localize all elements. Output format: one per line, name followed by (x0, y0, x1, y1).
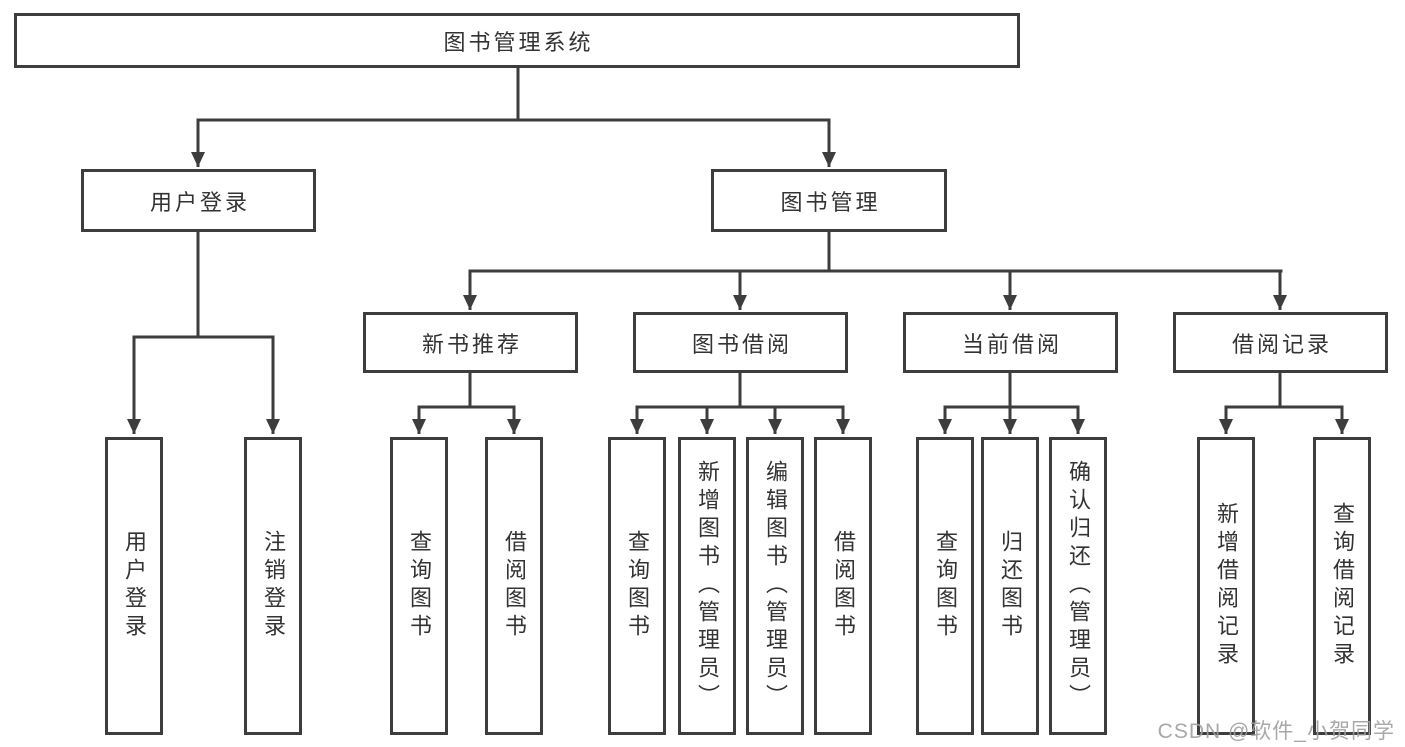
node-leaf-add-borrow-record: 新增借阅记录 (1197, 437, 1255, 735)
node-leaf-borrow-books: 借阅图书 (485, 437, 543, 735)
node-leaf-return-books: 归还图书 (981, 437, 1039, 735)
node-leaf-logout: 注销登录 (244, 437, 302, 735)
node-user-login: 用户登录 (81, 169, 316, 232)
node-borrowing-records: 借阅记录 (1173, 312, 1388, 373)
node-leaf-query-borrow-record: 查询借阅记录 (1313, 437, 1371, 735)
node-leaf-edit-book-admin: 编辑图书（管理员） (746, 437, 804, 735)
node-book-management: 图书管理 (711, 169, 947, 232)
connector-group (127, 68, 1349, 434)
node-leaf-add-book-admin: 新增图书（管理员） (678, 437, 736, 735)
node-leaf-query-books: 查询图书 (916, 437, 974, 735)
node-current-borrowing: 当前借阅 (903, 312, 1118, 373)
node-leaf-user-login: 用户登录 (105, 437, 163, 735)
node-library-management-system: 图书管理系统 (14, 13, 1020, 68)
node-new-book-recommendation: 新书推荐 (363, 312, 578, 373)
csdn-watermark: CSDN @软件_小贺同学 (1157, 720, 1395, 743)
node-leaf-query-books: 查询图书 (608, 437, 666, 735)
node-leaf-query-books: 查询图书 (390, 437, 448, 735)
node-book-borrowing: 图书借阅 (633, 312, 848, 373)
node-leaf-confirm-return-admin: 确认归还（管理员） (1049, 437, 1107, 735)
node-leaf-borrow-books: 借阅图书 (814, 437, 872, 735)
